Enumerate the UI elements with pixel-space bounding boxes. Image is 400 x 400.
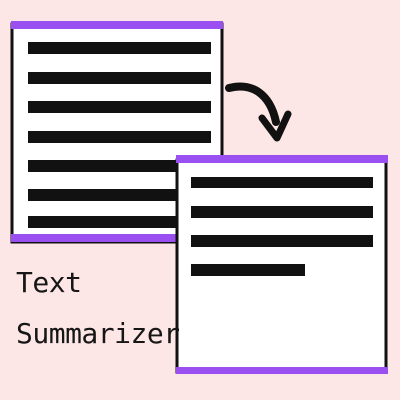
text-line	[191, 177, 373, 188]
text-line	[191, 264, 305, 276]
text-line	[28, 101, 211, 113]
text-line	[28, 189, 211, 201]
summary-document-icon	[175, 155, 388, 374]
source-document-icon	[10, 21, 224, 244]
summary-top-bar	[176, 155, 388, 163]
summary-text-lines	[191, 177, 373, 276]
curved-arrow-icon	[225, 82, 292, 142]
source-bottom-bar	[11, 234, 223, 242]
text-line	[191, 235, 373, 247]
text-line	[28, 216, 211, 228]
source-text-lines	[28, 42, 211, 228]
text-line	[28, 72, 211, 84]
text-line	[28, 42, 211, 54]
caption-title-line-1: Text	[16, 266, 82, 299]
text-line	[28, 160, 211, 172]
summary-bottom-bar	[176, 367, 388, 374]
text-line	[28, 131, 211, 143]
text-line	[191, 206, 373, 218]
source-top-bar	[11, 21, 223, 29]
caption-title-line-2: Summarizer	[16, 317, 180, 350]
